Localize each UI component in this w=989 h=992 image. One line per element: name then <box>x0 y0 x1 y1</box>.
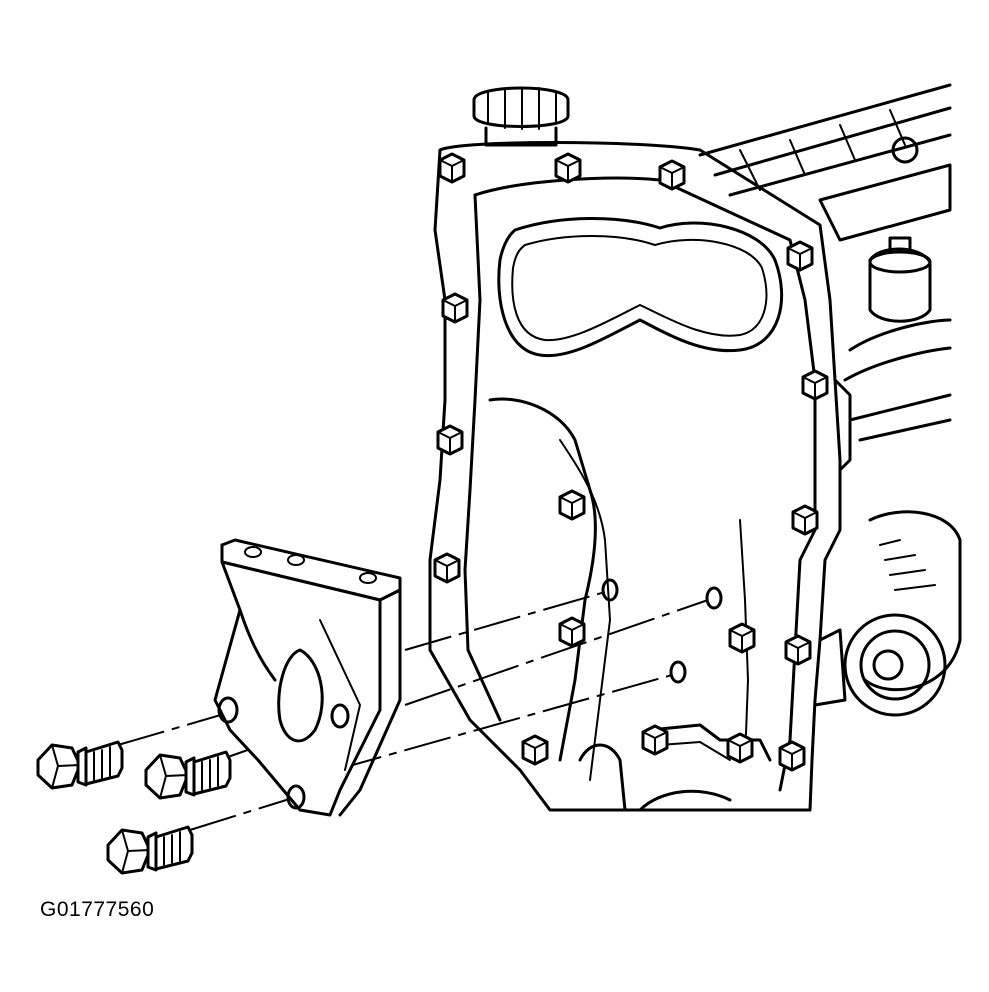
cover-bolt <box>438 152 466 184</box>
cover-bolt <box>558 616 586 648</box>
bracket-bolt <box>36 740 124 790</box>
cover-bolt <box>786 240 814 272</box>
engine-front-cover <box>428 141 852 812</box>
cover-bolt <box>554 152 582 184</box>
cover-bolts <box>433 152 829 772</box>
alternator-background <box>843 510 962 717</box>
figure-id-label: G01777560 <box>40 898 155 921</box>
cover-bolt <box>801 369 829 401</box>
cover-bolt <box>784 634 812 666</box>
cover-bolt <box>436 424 464 456</box>
cover-bolt <box>658 159 686 191</box>
cylinder-head-background <box>698 83 952 442</box>
cover-bolt <box>726 732 754 764</box>
cover-bolt <box>791 504 819 536</box>
alignment-lines <box>117 591 709 831</box>
cover-bolt <box>778 740 806 772</box>
cover-bolt <box>641 724 669 756</box>
oil-filler-cap <box>472 86 570 147</box>
bracket-bolt <box>144 750 232 800</box>
cover-bolt <box>558 489 586 521</box>
cover-bolt <box>521 734 549 766</box>
cover-bolt <box>728 622 756 654</box>
cover-bolt <box>433 552 461 584</box>
mounting-bracket <box>213 538 402 817</box>
cover-bolt <box>441 292 469 324</box>
cover-mounting-holes <box>601 578 723 684</box>
bracket-bolt <box>106 825 194 875</box>
